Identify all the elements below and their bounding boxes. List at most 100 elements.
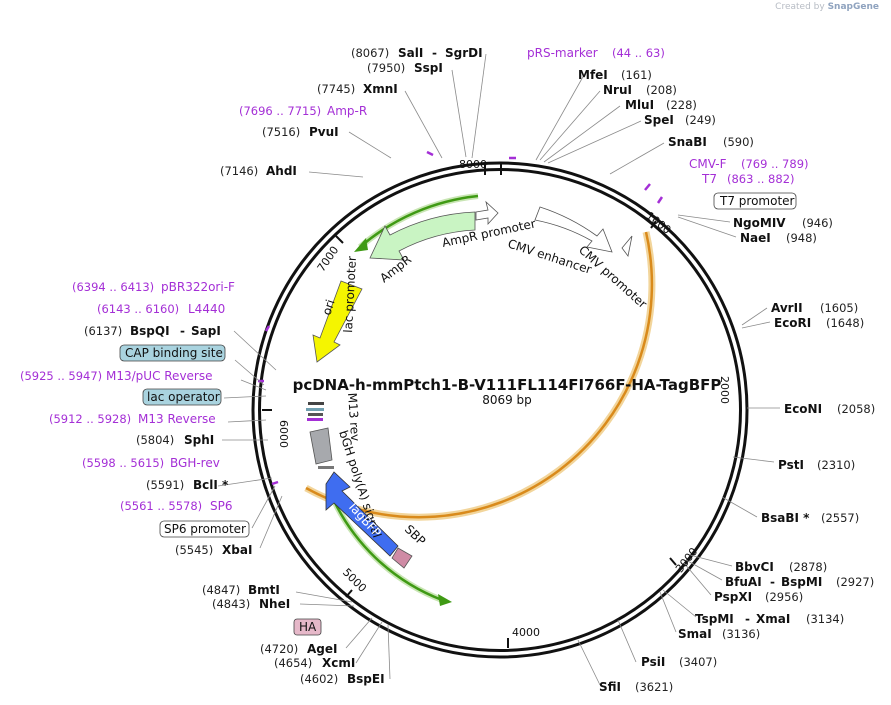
ori-label: ori bbox=[320, 298, 338, 317]
green-arrow-head bbox=[438, 594, 452, 606]
primer-bgh-rev-range: (5598 .. 5615) bbox=[82, 456, 164, 470]
enzyme-avrii: AvrII bbox=[771, 301, 803, 315]
ampr-green-arrow bbox=[359, 194, 479, 248]
backbone-inner bbox=[258, 168, 742, 652]
enzyme-pos-5591: (5591) bbox=[146, 478, 184, 492]
ampr-promoter-feature bbox=[475, 200, 499, 226]
enzyme-pos-5545: (5545) bbox=[175, 543, 213, 557]
enzyme-pos-948: (948) bbox=[786, 231, 817, 245]
primer-cmv-f-name: CMV-F bbox=[689, 157, 727, 171]
enzyme-sfii: SfiI bbox=[599, 680, 621, 694]
primer-sp6-range: (5561 .. 5578) bbox=[120, 499, 202, 513]
tick-label-8000: 8000 bbox=[459, 158, 487, 171]
tick-label-5000: 5000 bbox=[340, 566, 369, 595]
primer-m13puc-name: M13/pUC Reverse bbox=[106, 369, 213, 383]
enzyme-sgrdi: SgrDI bbox=[445, 46, 483, 60]
enzyme-mlui: MluI bbox=[625, 98, 654, 112]
ori-feature bbox=[312, 280, 363, 363]
primer-m13rev-range: (5912 .. 5928) bbox=[49, 412, 131, 426]
enzyme-pos-4843: (4843) bbox=[212, 597, 250, 611]
primer-pbr322-range: (6394 .. 6413) bbox=[72, 280, 154, 294]
ha-label: HA bbox=[299, 620, 317, 634]
bgh-rev-mark bbox=[271, 480, 279, 486]
enzyme-pos-3621: (3621) bbox=[635, 680, 673, 694]
cmv-promoter-label: CMV promoter bbox=[576, 243, 650, 311]
enzyme-bcli: BclI * bbox=[193, 478, 229, 492]
enzyme-smai: SmaI bbox=[678, 627, 712, 641]
tick-label-7000: 7000 bbox=[315, 244, 342, 274]
leader-lines bbox=[217, 53, 780, 686]
enzyme-pos-4847: (4847) bbox=[202, 583, 240, 597]
enzyme-tspmi: TspMI bbox=[695, 612, 734, 626]
primer-prs-marker-range: (44 .. 63) bbox=[612, 46, 665, 60]
enzyme-mfei: MfeI bbox=[578, 68, 608, 82]
cap-binding-site-box bbox=[119, 344, 226, 362]
ampr-green-head bbox=[354, 238, 368, 252]
enzyme-snabi: SnaBI bbox=[668, 135, 707, 149]
snapgene-logo: SnapGene bbox=[827, 2, 879, 12]
tick-3000-mark bbox=[669, 557, 677, 566]
enzyme-bbvci: BbvCI bbox=[735, 560, 774, 574]
enzyme-xmni: XmnI bbox=[363, 82, 398, 96]
enzyme-pos-6137: (6137) bbox=[84, 324, 122, 338]
enzyme-sep-bfuai: - bbox=[770, 575, 775, 589]
primer-amp-r-range: (7696 .. 7715) bbox=[239, 104, 321, 118]
cap-binding-site-label: CAP binding site bbox=[125, 346, 223, 360]
t7-promoter-label: T7 promoter bbox=[719, 194, 795, 208]
enzyme-ecori: EcoRI bbox=[774, 316, 811, 330]
enzyme-pos-228: (228) bbox=[666, 98, 697, 112]
primer-m13rev-name: M13 Reverse bbox=[138, 412, 216, 426]
enzyme-pos-946: (946) bbox=[802, 216, 833, 230]
enzyme-nrui: NruI bbox=[603, 83, 632, 97]
enzyme-xcmi: XcmI bbox=[322, 656, 355, 670]
enzyme-pos-2557: (2557) bbox=[821, 511, 859, 525]
enzyme-econi: EcoNI bbox=[784, 402, 822, 416]
primer-bgh-rev-name: BGH-rev bbox=[170, 456, 220, 470]
cmv-enhancer-feature bbox=[534, 206, 613, 253]
tick-7000-mark bbox=[335, 235, 344, 244]
snapgene-watermark: Created by SnapGene bbox=[775, 2, 879, 12]
bgh-mark bbox=[318, 466, 334, 469]
sp6-promoter-label: SP6 promoter bbox=[164, 522, 246, 536]
primer-cmv-f-range: (769 .. 789) bbox=[741, 157, 809, 171]
primer-t7-name: T7 bbox=[701, 172, 717, 186]
primer-amp-r-name: Amp-R bbox=[327, 104, 367, 118]
enzyme-pos-3136: (3136) bbox=[722, 627, 760, 641]
tagbfp-feature bbox=[325, 471, 399, 557]
plasmid-name: pcDNA-h-mmPtch1-B-V111FL114FI766F-HA-Tag… bbox=[293, 376, 722, 394]
enzyme-pos-161: (161) bbox=[621, 68, 652, 82]
enzyme-pos-1605: (1605) bbox=[820, 301, 858, 315]
m13-primer-mark bbox=[307, 418, 323, 421]
enzyme-pos-8067: (8067) bbox=[351, 46, 389, 60]
enzyme-sep-tspmi: - bbox=[745, 612, 750, 626]
enzyme-bspqi: BspQI bbox=[130, 324, 170, 338]
enzyme-sali: SalI bbox=[398, 46, 423, 60]
enzyme-pos-208: (208) bbox=[646, 83, 677, 97]
enzyme-pos-5804: (5804) bbox=[136, 433, 174, 447]
enzyme-pos-2878: (2878) bbox=[789, 560, 827, 574]
t7-promoter-box bbox=[713, 192, 797, 210]
ha-box bbox=[293, 618, 322, 636]
cmvf-mark bbox=[644, 183, 651, 191]
cmv-promoter-feature bbox=[621, 235, 633, 257]
enzyme-bfuai: BfuAI bbox=[725, 575, 762, 589]
m13-rev-label: M13 rev bbox=[345, 392, 362, 441]
enzyme-psti: PstI bbox=[778, 458, 804, 472]
t7-mark bbox=[656, 196, 664, 204]
lac-operator-box bbox=[142, 388, 222, 406]
enzyme-pvui: PvuI bbox=[309, 125, 339, 139]
primer-sp6-name: SP6 bbox=[210, 499, 233, 513]
primer-prs-marker-name: pRS-marker bbox=[527, 46, 598, 60]
enzyme-pos-590: (590) bbox=[723, 135, 754, 149]
enzyme-sspi: SspI bbox=[414, 61, 443, 75]
ampr-primer-mark bbox=[426, 150, 434, 157]
enzyme-sep-bspqi: - bbox=[180, 324, 185, 338]
enzyme-sphi: SphI bbox=[184, 433, 214, 447]
enzyme-pos-7745: (7745) bbox=[317, 82, 355, 96]
enzyme-pos-2927: (2927) bbox=[836, 575, 874, 589]
enzyme-ngomiv: NgoMIV bbox=[733, 216, 786, 230]
lac-promoter-label: lac promoter bbox=[341, 256, 359, 333]
primer-pbr322-name: pBR322ori-F bbox=[161, 280, 235, 294]
enzyme-xmai: XmaI bbox=[756, 612, 790, 626]
